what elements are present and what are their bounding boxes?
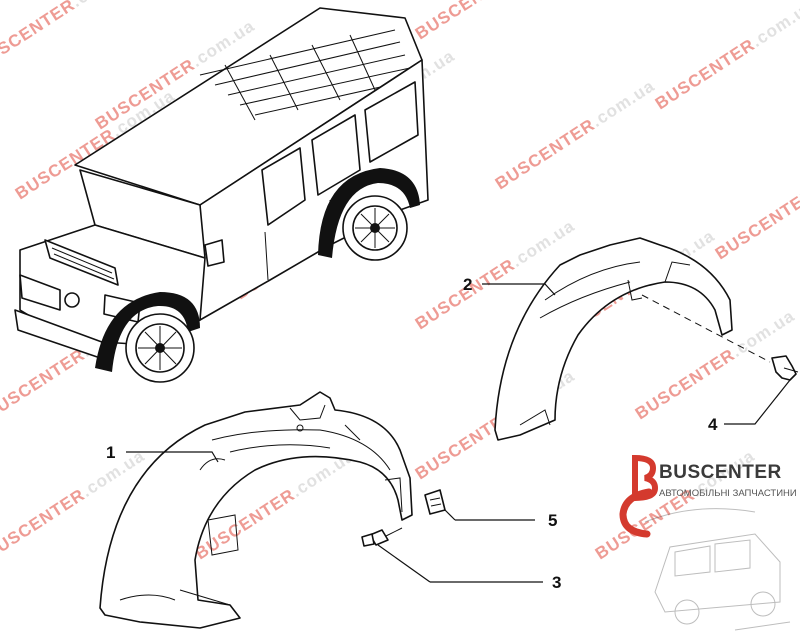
watermark-text: BUSCENTER.com.ua [492, 76, 658, 193]
callout-4: 4 [708, 415, 718, 434]
buscenter-logo: BUSCENTER АВТОМОБІЛЬНІ ЗАПЧАСТИНИ [615, 452, 800, 636]
logo-mark [619, 454, 791, 631]
clip-nut [424, 489, 446, 515]
wheel-arch-liner-rear [494, 237, 733, 441]
push-clip [641, 294, 799, 381]
callout-2: 2 [463, 275, 472, 294]
leader-lines [126, 283, 791, 583]
logo-tagline: АВТОМОБІЛЬНІ ЗАПЧАСТИНИ [659, 488, 797, 499]
logo-name: BUSCENTER [659, 462, 782, 483]
watermark-text: BUSCENTER.com.ua [652, 0, 800, 113]
wheel-arch-liner-front [99, 391, 413, 629]
watermark-text: BUSCENTER.com.ua [0, 0, 138, 73]
callout-3: 3 [552, 573, 561, 592]
van-illustration [14, 7, 429, 383]
watermark-text: BUSCENTER.com.ua [412, 0, 578, 43]
screw [361, 527, 403, 547]
callout-5: 5 [548, 511, 557, 530]
callout-1: 1 [106, 443, 115, 462]
watermark-text: BUSCENTER.com.ua [712, 146, 800, 263]
